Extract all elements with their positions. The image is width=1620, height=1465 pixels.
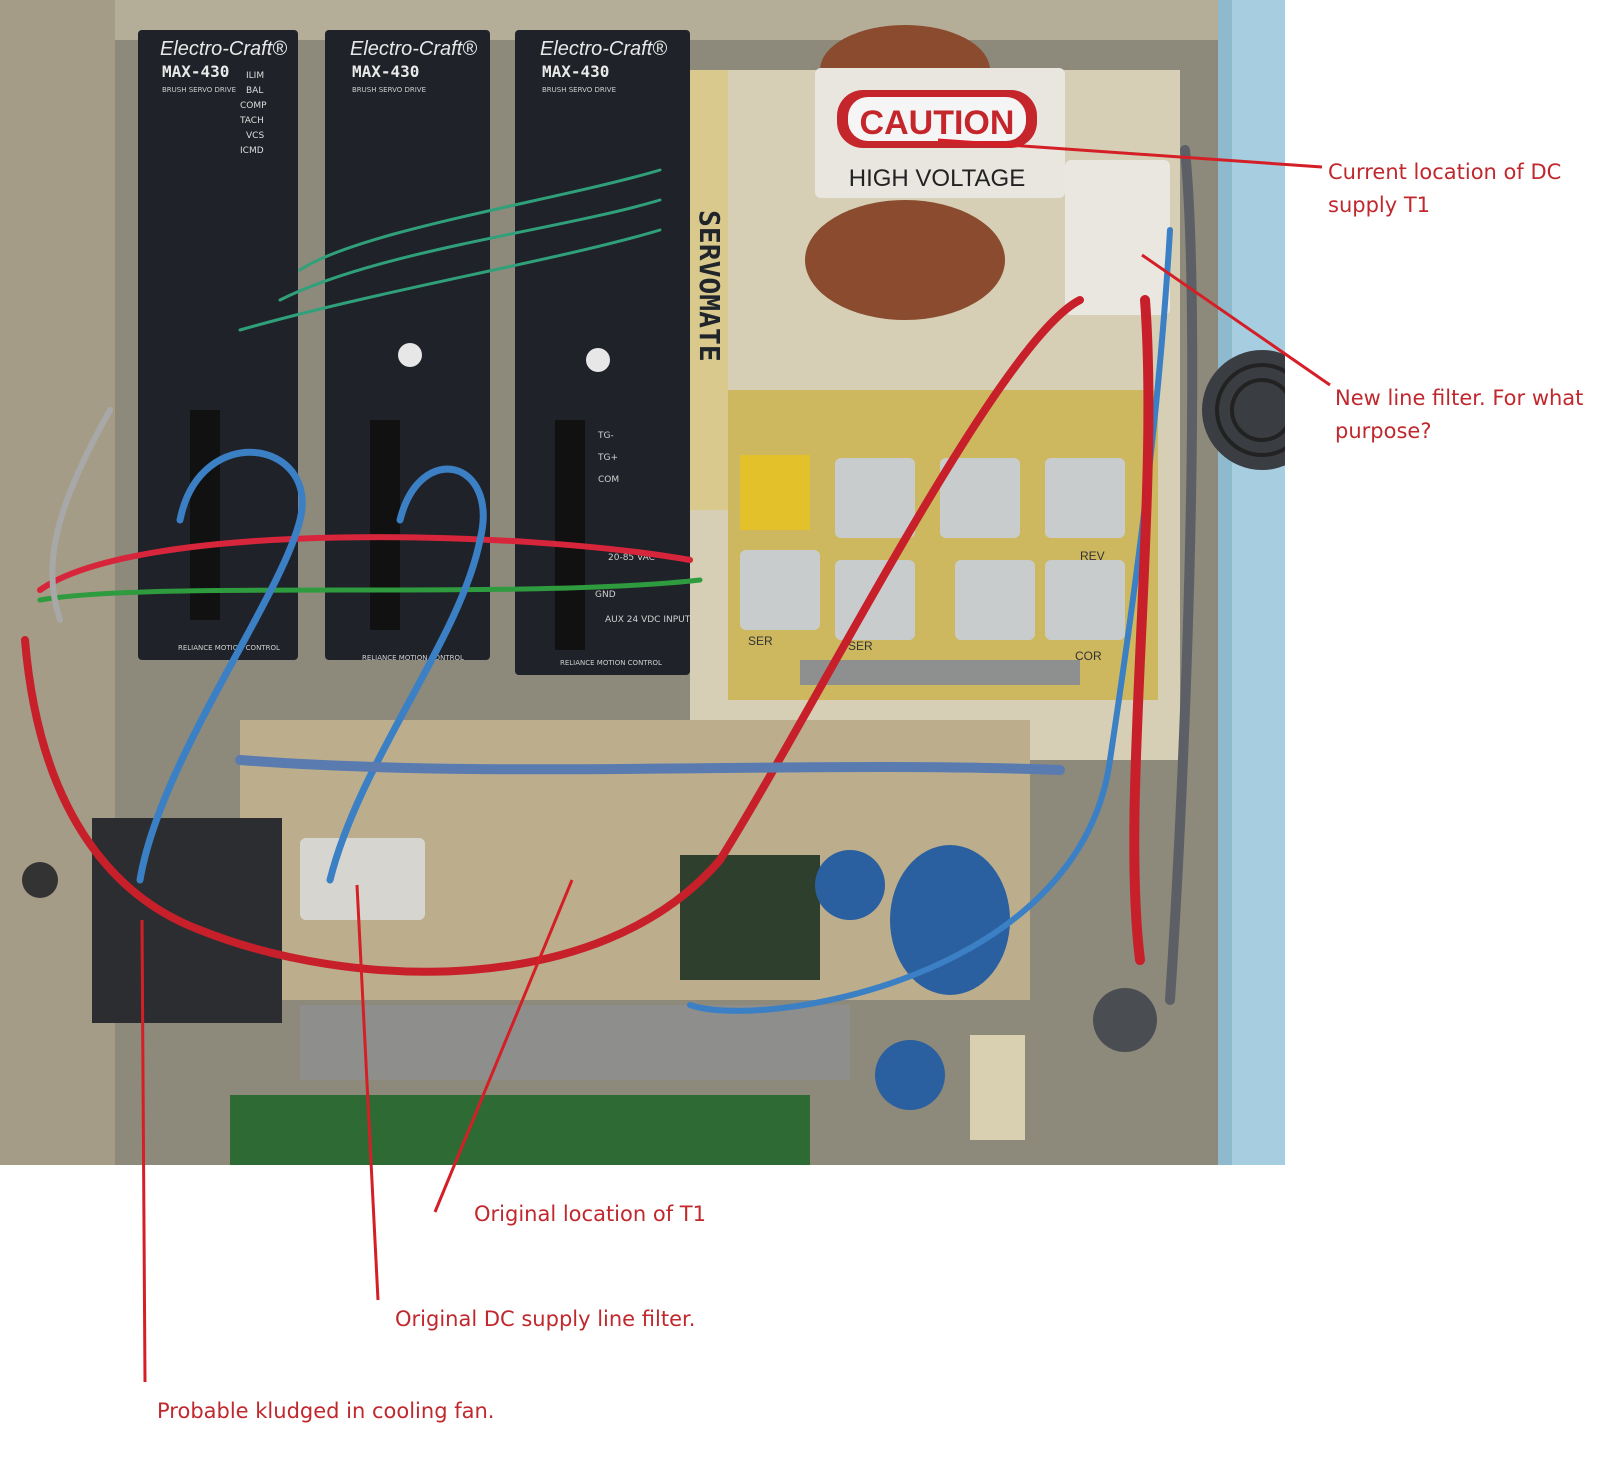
drive-footer: RELIANCE MOTION CONTROL — [178, 644, 280, 652]
gnd-label: GND — [595, 590, 616, 600]
drive-type: BRUSH SERVO DRIVE — [542, 86, 616, 94]
drive-model: MAX-430 — [352, 62, 419, 81]
relay-label-ser: SER — [748, 634, 773, 648]
servo-drive-1: Electro-Craft® MAX-430 BRUSH SERVO DRIVE… — [138, 30, 298, 660]
drive-model: MAX-430 — [162, 62, 229, 81]
annotation-new-line-filter: New line filter. For what purpose? — [1335, 386, 1584, 443]
tb-label-tg-minus: TG- — [597, 431, 614, 441]
annotation-original-location-t1: Original location of T1 — [474, 1202, 706, 1226]
drive-footer: RELIANCE MOTION CONTROL — [362, 654, 464, 662]
drive-footer: RELIANCE MOTION CONTROL — [560, 659, 662, 667]
indicator-vcs: VCS — [246, 131, 264, 141]
servo-drive-3: Electro-Craft® MAX-430 BRUSH SERVO DRIVE… — [515, 30, 691, 675]
servo-drive-2: Electro-Craft® MAX-430 BRUSH SERVO DRIVE… — [325, 30, 490, 662]
annotation-original-line-filter: Original DC supply line filter. — [395, 1307, 696, 1331]
tb-label-com: COM — [598, 475, 619, 485]
indicator-icmd: ICMD — [240, 146, 264, 156]
high-voltage-label: HIGH VOLTAGE — [849, 165, 1025, 192]
wiring — [21, 145, 1198, 1014]
relay-label-rev: REV — [1080, 549, 1105, 563]
caution-label: CAUTION — [860, 104, 1015, 142]
control-cabinet-photo: Electro-Craft® MAX-430 BRUSH SERVO DRIVE… — [0, 0, 1285, 1165]
relay-label-ser-2: SER — [848, 639, 873, 653]
ac-label: 20-85 VAC — [608, 553, 655, 563]
relay-label-cor: COR — [1075, 649, 1102, 663]
aux-label: AUX 24 VDC INPUT — [605, 615, 691, 625]
drive-brand: Electro-Craft® — [350, 38, 477, 60]
indicator-labels: ILIM BAL COMP TACH VCS ICMD — [239, 71, 267, 156]
indicator-ilim: ILIM — [246, 71, 264, 81]
indicator-tach: TACH — [239, 116, 264, 126]
indicator-bal: BAL — [246, 86, 263, 96]
servomate-label: SERVOMATE — [693, 210, 726, 362]
new-line-filter — [1065, 160, 1170, 315]
annotation-current-location-t1: Current location of DC supply T1 — [1328, 160, 1562, 217]
drive-type: BRUSH SERVO DRIVE — [162, 86, 236, 94]
original-line-filter — [300, 838, 425, 920]
drive-type: BRUSH SERVO DRIVE — [352, 86, 426, 94]
drive-brand: Electro-Craft® — [160, 38, 287, 60]
drive-brand: Electro-Craft® — [540, 38, 667, 60]
indicator-comp: COMP — [240, 101, 267, 111]
relay-board: SER SER COR REV — [728, 390, 1158, 700]
tb-label-tg-plus: TG+ — [597, 453, 618, 463]
annotation-cooling-fan: Probable kludged in cooling fan. — [157, 1399, 495, 1423]
drive-model: MAX-430 — [542, 62, 609, 81]
